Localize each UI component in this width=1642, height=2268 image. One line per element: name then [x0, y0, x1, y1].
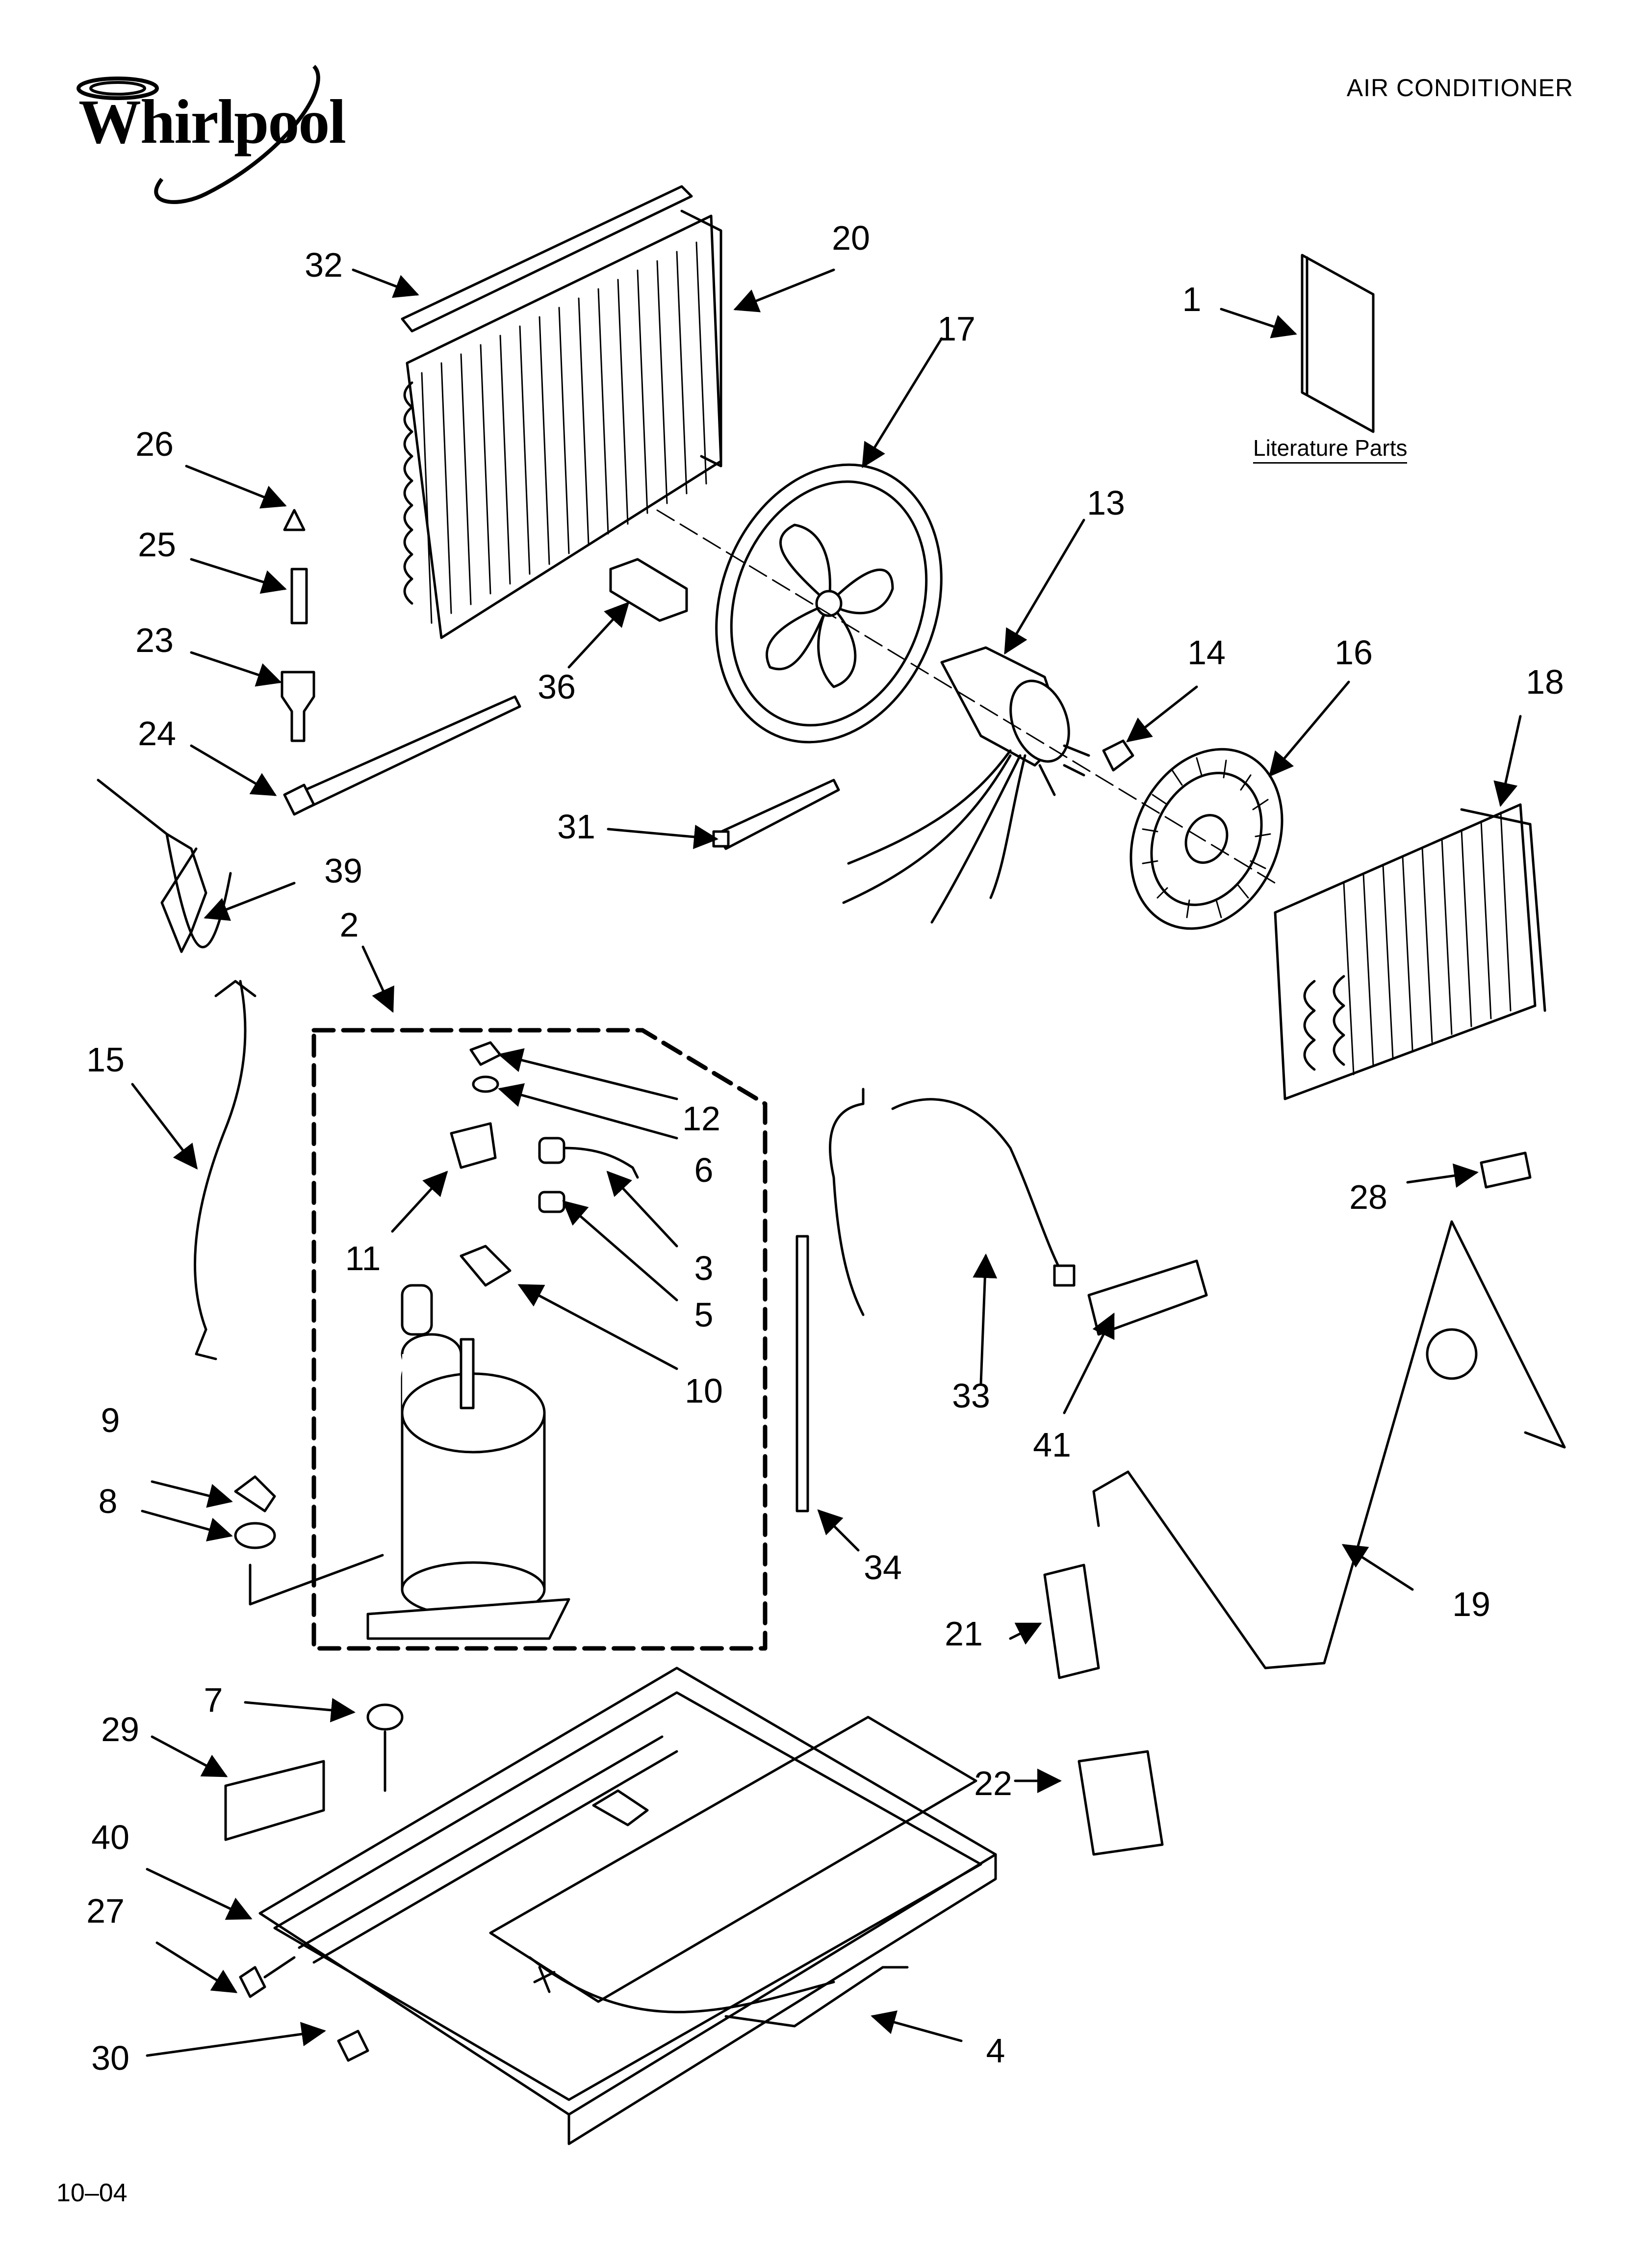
callout-12: 12 — [682, 1099, 720, 1138]
callout-8: 8 — [98, 1482, 118, 1520]
revision-code: 10–04 — [56, 2179, 128, 2207]
callout-16: 16 — [1334, 633, 1373, 672]
callout-10: 10 — [685, 1372, 723, 1410]
callout-5: 5 — [694, 1296, 714, 1334]
callout-11: 11 — [345, 1239, 381, 1277]
callout-25: 25 — [138, 525, 176, 564]
callout-17: 17 — [937, 310, 975, 348]
page-title: AIR CONDITIONER — [1346, 74, 1573, 102]
callout-3: 3 — [694, 1249, 714, 1287]
brand-wordmark: Whirlpool — [78, 87, 346, 156]
blower-wheel — [1129, 748, 1283, 930]
whirlpool-logo: Whirlpool — [59, 56, 353, 213]
callout-41: 41 — [1033, 1426, 1071, 1464]
callout-21: 21 — [945, 1615, 983, 1653]
callout-27: 27 — [86, 1892, 125, 1930]
callout-39: 39 — [324, 852, 362, 890]
callout-26: 26 — [135, 425, 174, 463]
callout-20: 20 — [832, 219, 870, 257]
callout-1: 1 — [1182, 280, 1202, 318]
callout-6: 6 — [694, 1151, 714, 1189]
literature-parts-label: Literature Parts — [1253, 435, 1408, 464]
callout-22: 22 — [974, 1764, 1012, 1802]
condenser-coil — [403, 209, 722, 639]
literature-booklet — [1301, 254, 1375, 433]
callout-23: 23 — [135, 621, 174, 659]
condenser-fan — [715, 463, 943, 744]
compressor — [366, 1284, 570, 1640]
callout-2: 2 — [339, 906, 359, 944]
base-pan — [258, 1667, 997, 2145]
callout-30: 30 — [91, 2039, 129, 2077]
callout-4: 4 — [986, 2032, 1005, 2070]
callout-34: 34 — [864, 1548, 902, 1587]
logo-swirl-icon — [77, 65, 320, 204]
callout-18: 18 — [1526, 663, 1564, 701]
callout-7: 7 — [204, 1681, 223, 1719]
callout-15: 15 — [86, 1041, 125, 1079]
callout-40: 40 — [91, 1818, 129, 1856]
callout-9: 9 — [101, 1401, 120, 1439]
callout-36: 36 — [538, 668, 576, 706]
callout-33: 33 — [952, 1377, 990, 1415]
callout-19: 19 — [1452, 1585, 1490, 1623]
callout-14: 14 — [1187, 633, 1226, 672]
callout-32: 32 — [305, 246, 343, 284]
callout-24: 24 — [138, 714, 176, 753]
callout-13: 13 — [1087, 484, 1125, 522]
callout-28: 28 — [1349, 1178, 1387, 1216]
evaporator-coil — [1274, 803, 1546, 1100]
callout-31: 31 — [557, 808, 595, 846]
callout-29: 29 — [101, 1710, 139, 1748]
fan-motor — [842, 646, 1090, 924]
